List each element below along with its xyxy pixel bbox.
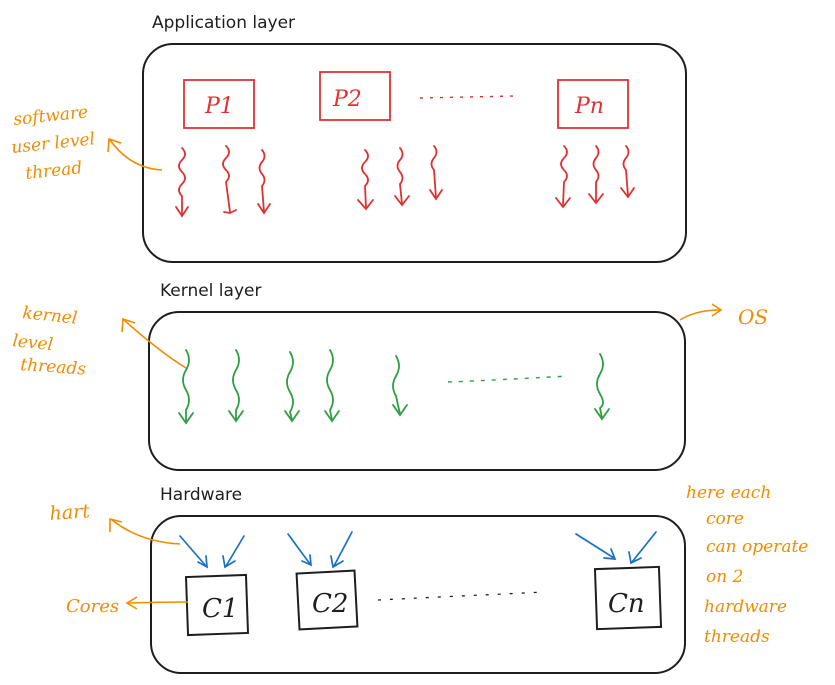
process-label: Pn <box>574 94 604 119</box>
annotation-line: threads <box>20 355 87 380</box>
process-pn: Pn <box>557 79 629 129</box>
annotation-line: kernel <box>21 303 78 329</box>
core-label: C1 <box>202 594 238 624</box>
core-label: Cn <box>608 589 645 619</box>
cores-label: Cores <box>66 596 119 617</box>
annotation-line: software <box>12 102 89 130</box>
process-label: P2 <box>332 87 362 112</box>
annotation-line: user level <box>10 129 96 158</box>
hart-annotation: hart <box>49 500 181 545</box>
core-c1: C1 <box>184 573 250 637</box>
note-line: hardware <box>704 597 787 617</box>
hart-arrow <box>179 535 207 567</box>
kernel-thread-arrow <box>324 349 340 423</box>
hardware-threads-note: here each core can operate on 2 hardware… <box>686 483 808 647</box>
annotation-arrow <box>127 601 189 604</box>
application-layer-box <box>142 43 687 263</box>
kernel-layer-box <box>148 311 686 471</box>
hart-arrows <box>179 531 657 569</box>
annotation-line: thread <box>24 158 83 184</box>
user-thread-arrow <box>175 147 189 218</box>
cores-annotation: Cores <box>66 596 189 617</box>
note-line: here each <box>686 483 771 503</box>
note-line: threads <box>704 627 770 647</box>
core-cn: Cn <box>593 565 663 631</box>
user-thread-arrow <box>257 149 271 215</box>
hart-arrow <box>287 533 311 565</box>
kernel-thread-arrow <box>228 349 244 423</box>
kernel-threads <box>178 349 610 425</box>
core-ellipsis <box>377 591 546 601</box>
process-p1: P1 <box>183 79 255 129</box>
core-c2: C2 <box>295 569 359 631</box>
user-thread-arrow <box>429 145 443 201</box>
user-thread-arrow <box>222 145 237 214</box>
process-ellipsis <box>419 95 516 99</box>
user-thread-annotation: software user level thread <box>10 102 163 184</box>
user-threads <box>175 145 635 218</box>
kernel-layer-title: Kernel layer <box>160 281 261 301</box>
kernel-thread-annotation: kernel level threads <box>11 303 187 380</box>
kernel-thread-arrow <box>594 353 610 421</box>
hart-arrow <box>333 531 353 567</box>
annotation-arrow <box>123 319 187 369</box>
user-thread-arrow <box>394 147 410 207</box>
kernel-thread-arrow <box>284 351 300 423</box>
hardware-layer-box <box>150 515 686 674</box>
user-thread-arrow <box>620 145 635 199</box>
hart-arrow <box>575 533 615 559</box>
application-layer-title: Application layer <box>152 13 295 33</box>
note-line: on 2 <box>706 567 743 587</box>
kernel-thread-ellipsis <box>447 375 569 383</box>
note-line: can operate <box>706 537 808 557</box>
annotation-arrow <box>109 139 163 171</box>
user-thread-arrow <box>555 145 571 209</box>
os-label: OS <box>738 305 768 329</box>
kernel-thread-arrow <box>178 349 194 425</box>
process-p2: P2 <box>319 71 391 121</box>
core-label: C2 <box>312 589 348 619</box>
annotation-arrow <box>679 309 721 321</box>
hardware-layer-title: Hardware <box>160 485 242 505</box>
hart-label: hart <box>49 500 91 525</box>
annotation-arrow <box>111 519 181 545</box>
annotation-line: level <box>11 331 53 355</box>
process-label: P1 <box>204 94 234 119</box>
user-thread-arrow <box>588 145 604 205</box>
os-annotation: OS <box>679 303 768 329</box>
note-line: core <box>706 509 744 529</box>
kernel-thread-arrow <box>392 355 408 417</box>
user-thread-arrow <box>357 149 374 211</box>
hart-arrow <box>631 531 657 563</box>
hart-arrow <box>225 535 245 567</box>
